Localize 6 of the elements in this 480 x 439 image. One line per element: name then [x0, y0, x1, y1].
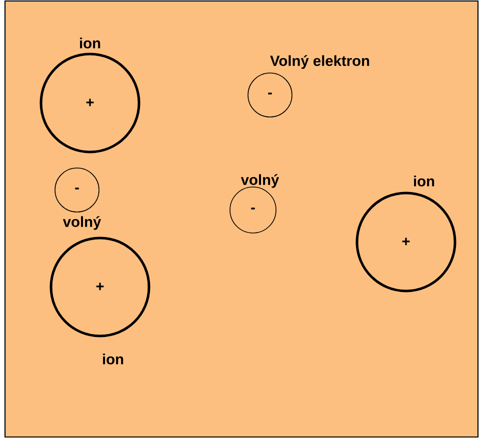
- particle-label: ion: [80, 38, 100, 48]
- particle-label: ion: [103, 354, 124, 364]
- particle-label: volný: [62, 216, 102, 230]
- particle-label: volný: [240, 174, 280, 188]
- particle-label: ion: [414, 176, 434, 186]
- particle-label: Volný elektron: [270, 55, 370, 69]
